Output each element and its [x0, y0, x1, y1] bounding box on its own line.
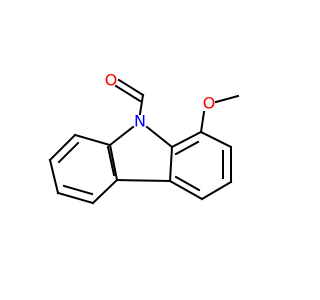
methoxy-oxygen-label: O [203, 94, 216, 113]
c4a-c4b-bond [115, 178, 172, 183]
c1-o-methoxy-bond [199, 110, 206, 134]
carbonyl-oxygen-label: O [105, 71, 118, 90]
right-ring-inner-bond-5 [174, 175, 201, 192]
c9a-c4a-bond [108, 143, 119, 182]
o-methyl-bond [214, 94, 240, 104]
right-ring-bond-2 [199, 130, 233, 149]
structure-drawing: O O N [48, 71, 240, 205]
c4b-c8a-bond [168, 145, 174, 183]
n-c9a-bond [108, 125, 135, 147]
ring-nitrogen-label: N [134, 112, 146, 131]
left-ring-bond-5 [91, 178, 119, 205]
n-cho-bond [138, 93, 145, 116]
right-ring-bond-4 [200, 180, 233, 201]
c-o-double-bond-line-1 [117, 78, 145, 97]
left-ring-bond-2 [48, 133, 77, 162]
left-ring-bond-4 [56, 191, 95, 205]
right-ring-bond-1 [170, 130, 203, 149]
left-ring-inner-bond-4 [62, 184, 94, 196]
left-ring-bond-1 [73, 133, 112, 147]
n-c8a-bond [145, 125, 174, 149]
right-ring-bond-5 [168, 179, 204, 201]
molecule-canvas: O O N [48, 70, 240, 205]
right-ring-inner-bond-1 [174, 140, 200, 156]
left-ring-bond-3 [48, 158, 60, 195]
c-o-double-bond-line-2 [114, 84, 142, 103]
left-ring-inner-bond-6 [106, 145, 116, 177]
left-ring-inner-bond-2 [57, 141, 80, 164]
